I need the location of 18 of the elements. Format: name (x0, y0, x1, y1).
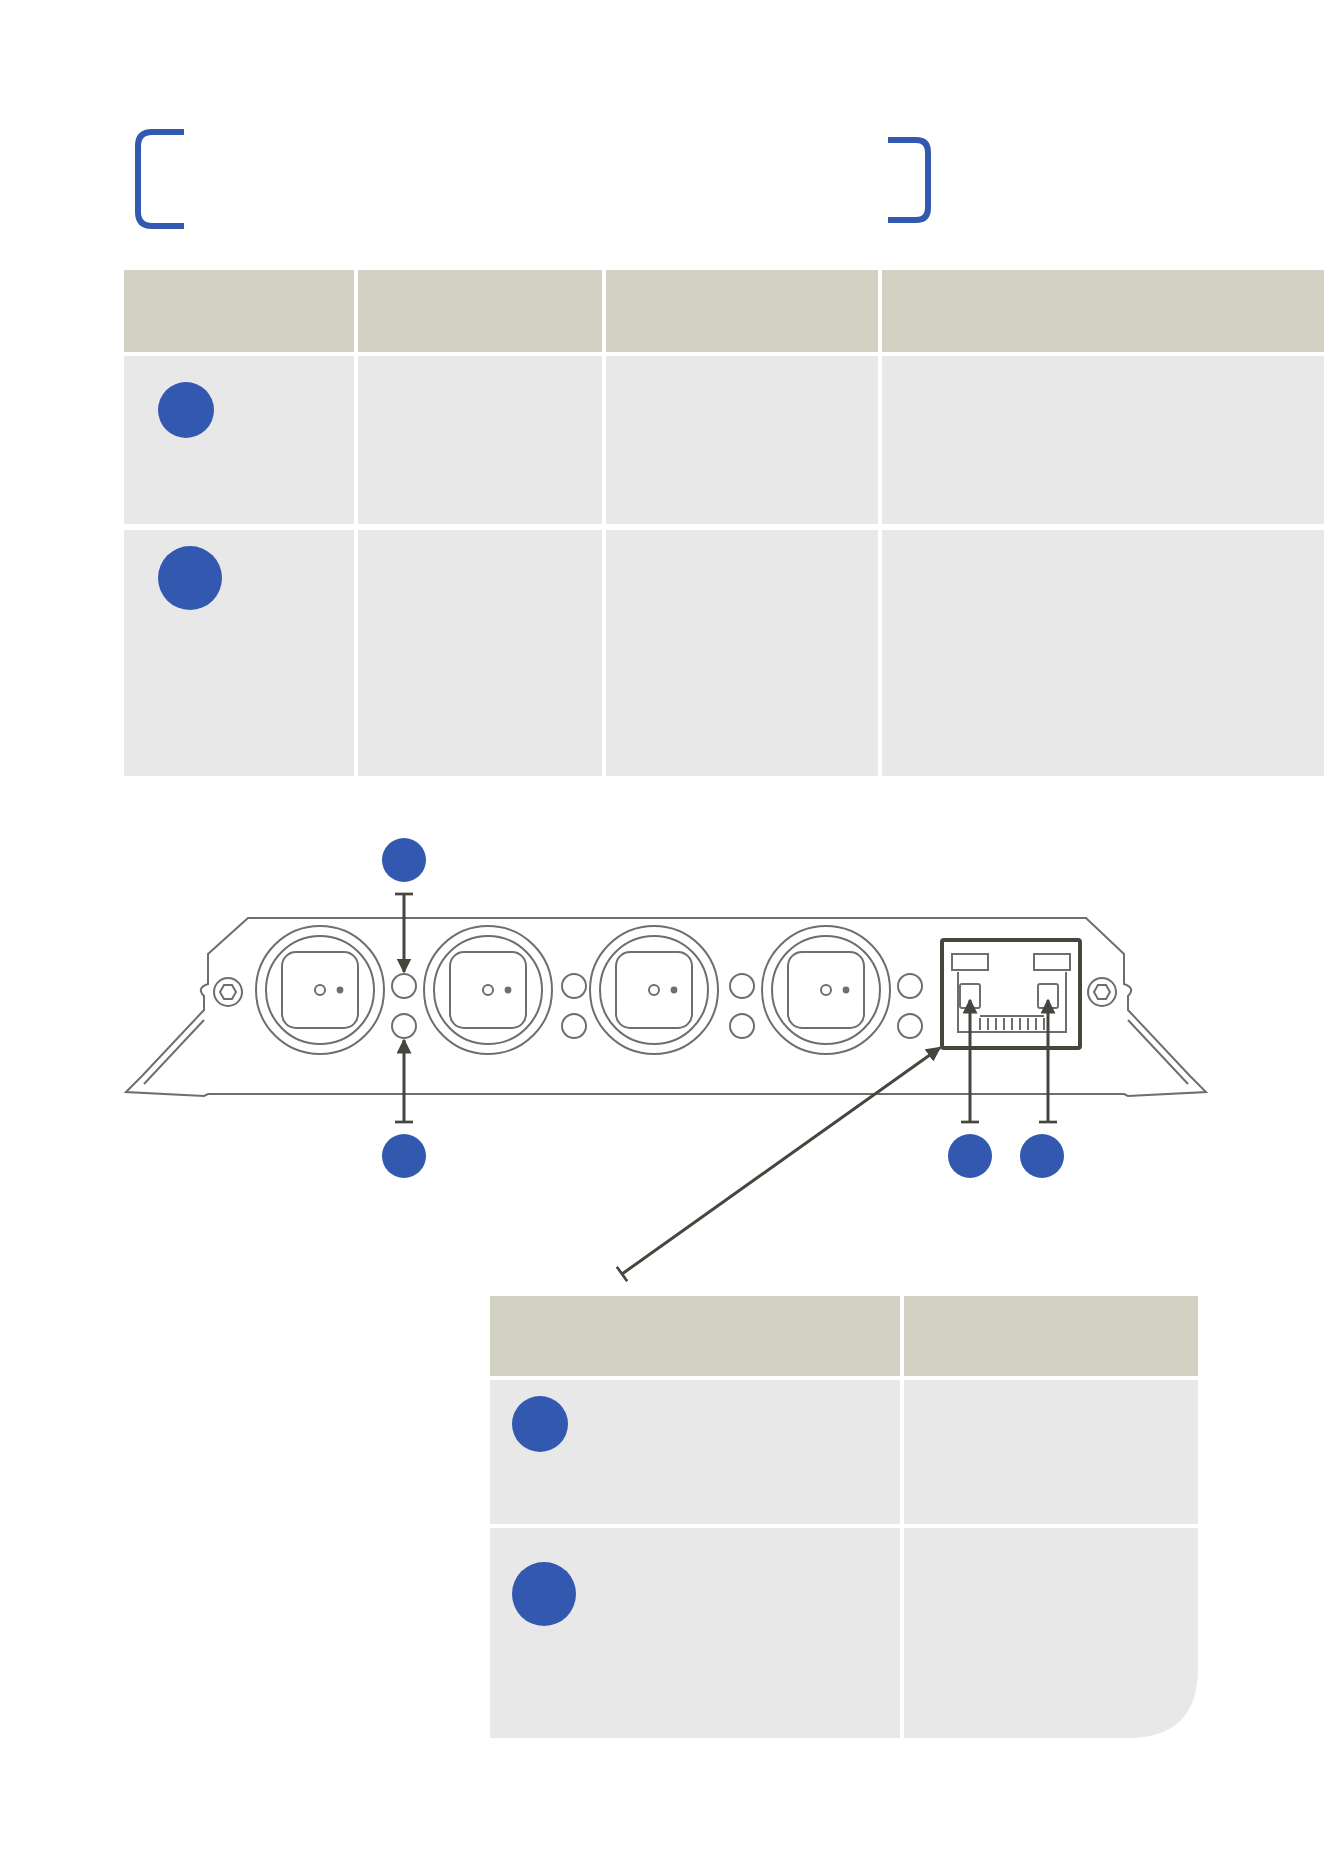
port-led (959, 983, 981, 1009)
leader-line (959, 998, 981, 1124)
leader-line (1037, 998, 1059, 1124)
ethernet-port (940, 938, 1082, 1050)
leader-line (615, 1046, 942, 1283)
table-drawing (490, 1296, 1198, 1738)
callout-number (158, 382, 214, 438)
table-drawing (124, 270, 1324, 776)
callout-number (382, 838, 426, 882)
callout-number (948, 1134, 992, 1178)
callout-number (382, 1134, 426, 1178)
leader-line (393, 1038, 415, 1124)
callout-number (512, 1396, 568, 1452)
leader-line (393, 892, 415, 974)
callout-number (158, 546, 222, 610)
callout-number (1020, 1134, 1064, 1178)
callout-number (512, 1562, 576, 1626)
port-led (1037, 983, 1059, 1009)
